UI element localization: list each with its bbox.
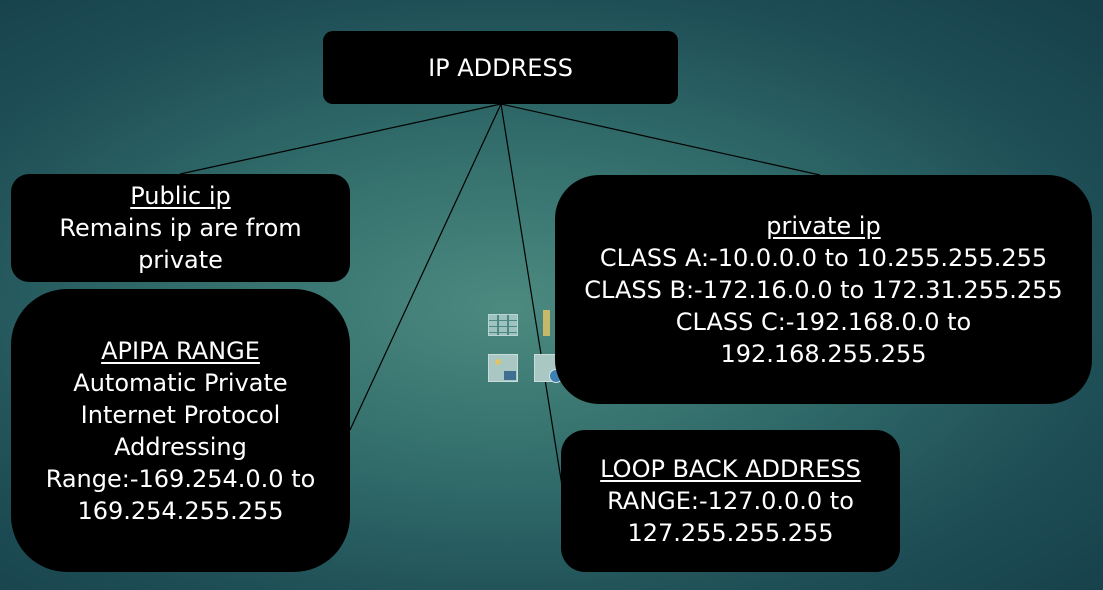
apipa-range-node[interactable]: APIPA RANGE Automatic Private Internet P… (11, 289, 350, 572)
public-ip-line: private (138, 246, 223, 274)
loopback-title: LOOP BACK ADDRESS (600, 455, 861, 483)
apipa-line: Range:-169.254.0.0 to (45, 464, 316, 493)
apipa-line: Automatic Private (73, 368, 288, 397)
private-ip-node[interactable]: private ip CLASS A:-10.0.0.0 to 10.255.2… (555, 175, 1092, 404)
content-placeholder-icons (486, 310, 566, 390)
loopback-line: RANGE:-127.0.0.0 to (607, 487, 854, 515)
apipa-line: Addressing (114, 432, 247, 461)
public-ip-line: Remains ip are from (59, 214, 302, 242)
connector-loopback (500, 103, 564, 493)
connector-apipa (349, 103, 502, 431)
private-ip-line: CLASS B:-172.16.0.0 to 172.31.255.255 (584, 275, 1063, 304)
connector-private (500, 103, 821, 176)
connector-public (179, 103, 502, 175)
public-ip-title: Public ip (130, 182, 231, 210)
private-ip-line: 192.168.255.255 (720, 339, 927, 368)
apipa-line: Internet Protocol (80, 400, 281, 429)
loopback-line: 127.255.255.255 (627, 519, 834, 547)
table-icon[interactable] (488, 314, 518, 336)
ip-address-root-node[interactable]: IP ADDRESS (323, 31, 678, 104)
loopback-address-node[interactable]: LOOP BACK ADDRESS RANGE:-127.0.0.0 to 12… (561, 430, 900, 572)
root-title: IP ADDRESS (428, 53, 573, 82)
public-ip-node[interactable]: Public ip Remains ip are from private (11, 174, 350, 282)
apipa-line: 169.254.255.255 (77, 496, 284, 525)
private-ip-line: CLASS A:-10.0.0.0 to 10.255.255.255 (599, 243, 1048, 272)
private-ip-title: private ip (766, 211, 881, 240)
apipa-title: APIPA RANGE (101, 336, 260, 365)
picture-icon[interactable] (488, 354, 518, 382)
chart-icon[interactable] (543, 310, 550, 336)
private-ip-line: CLASS C:-192.168.0.0 to (675, 307, 972, 336)
